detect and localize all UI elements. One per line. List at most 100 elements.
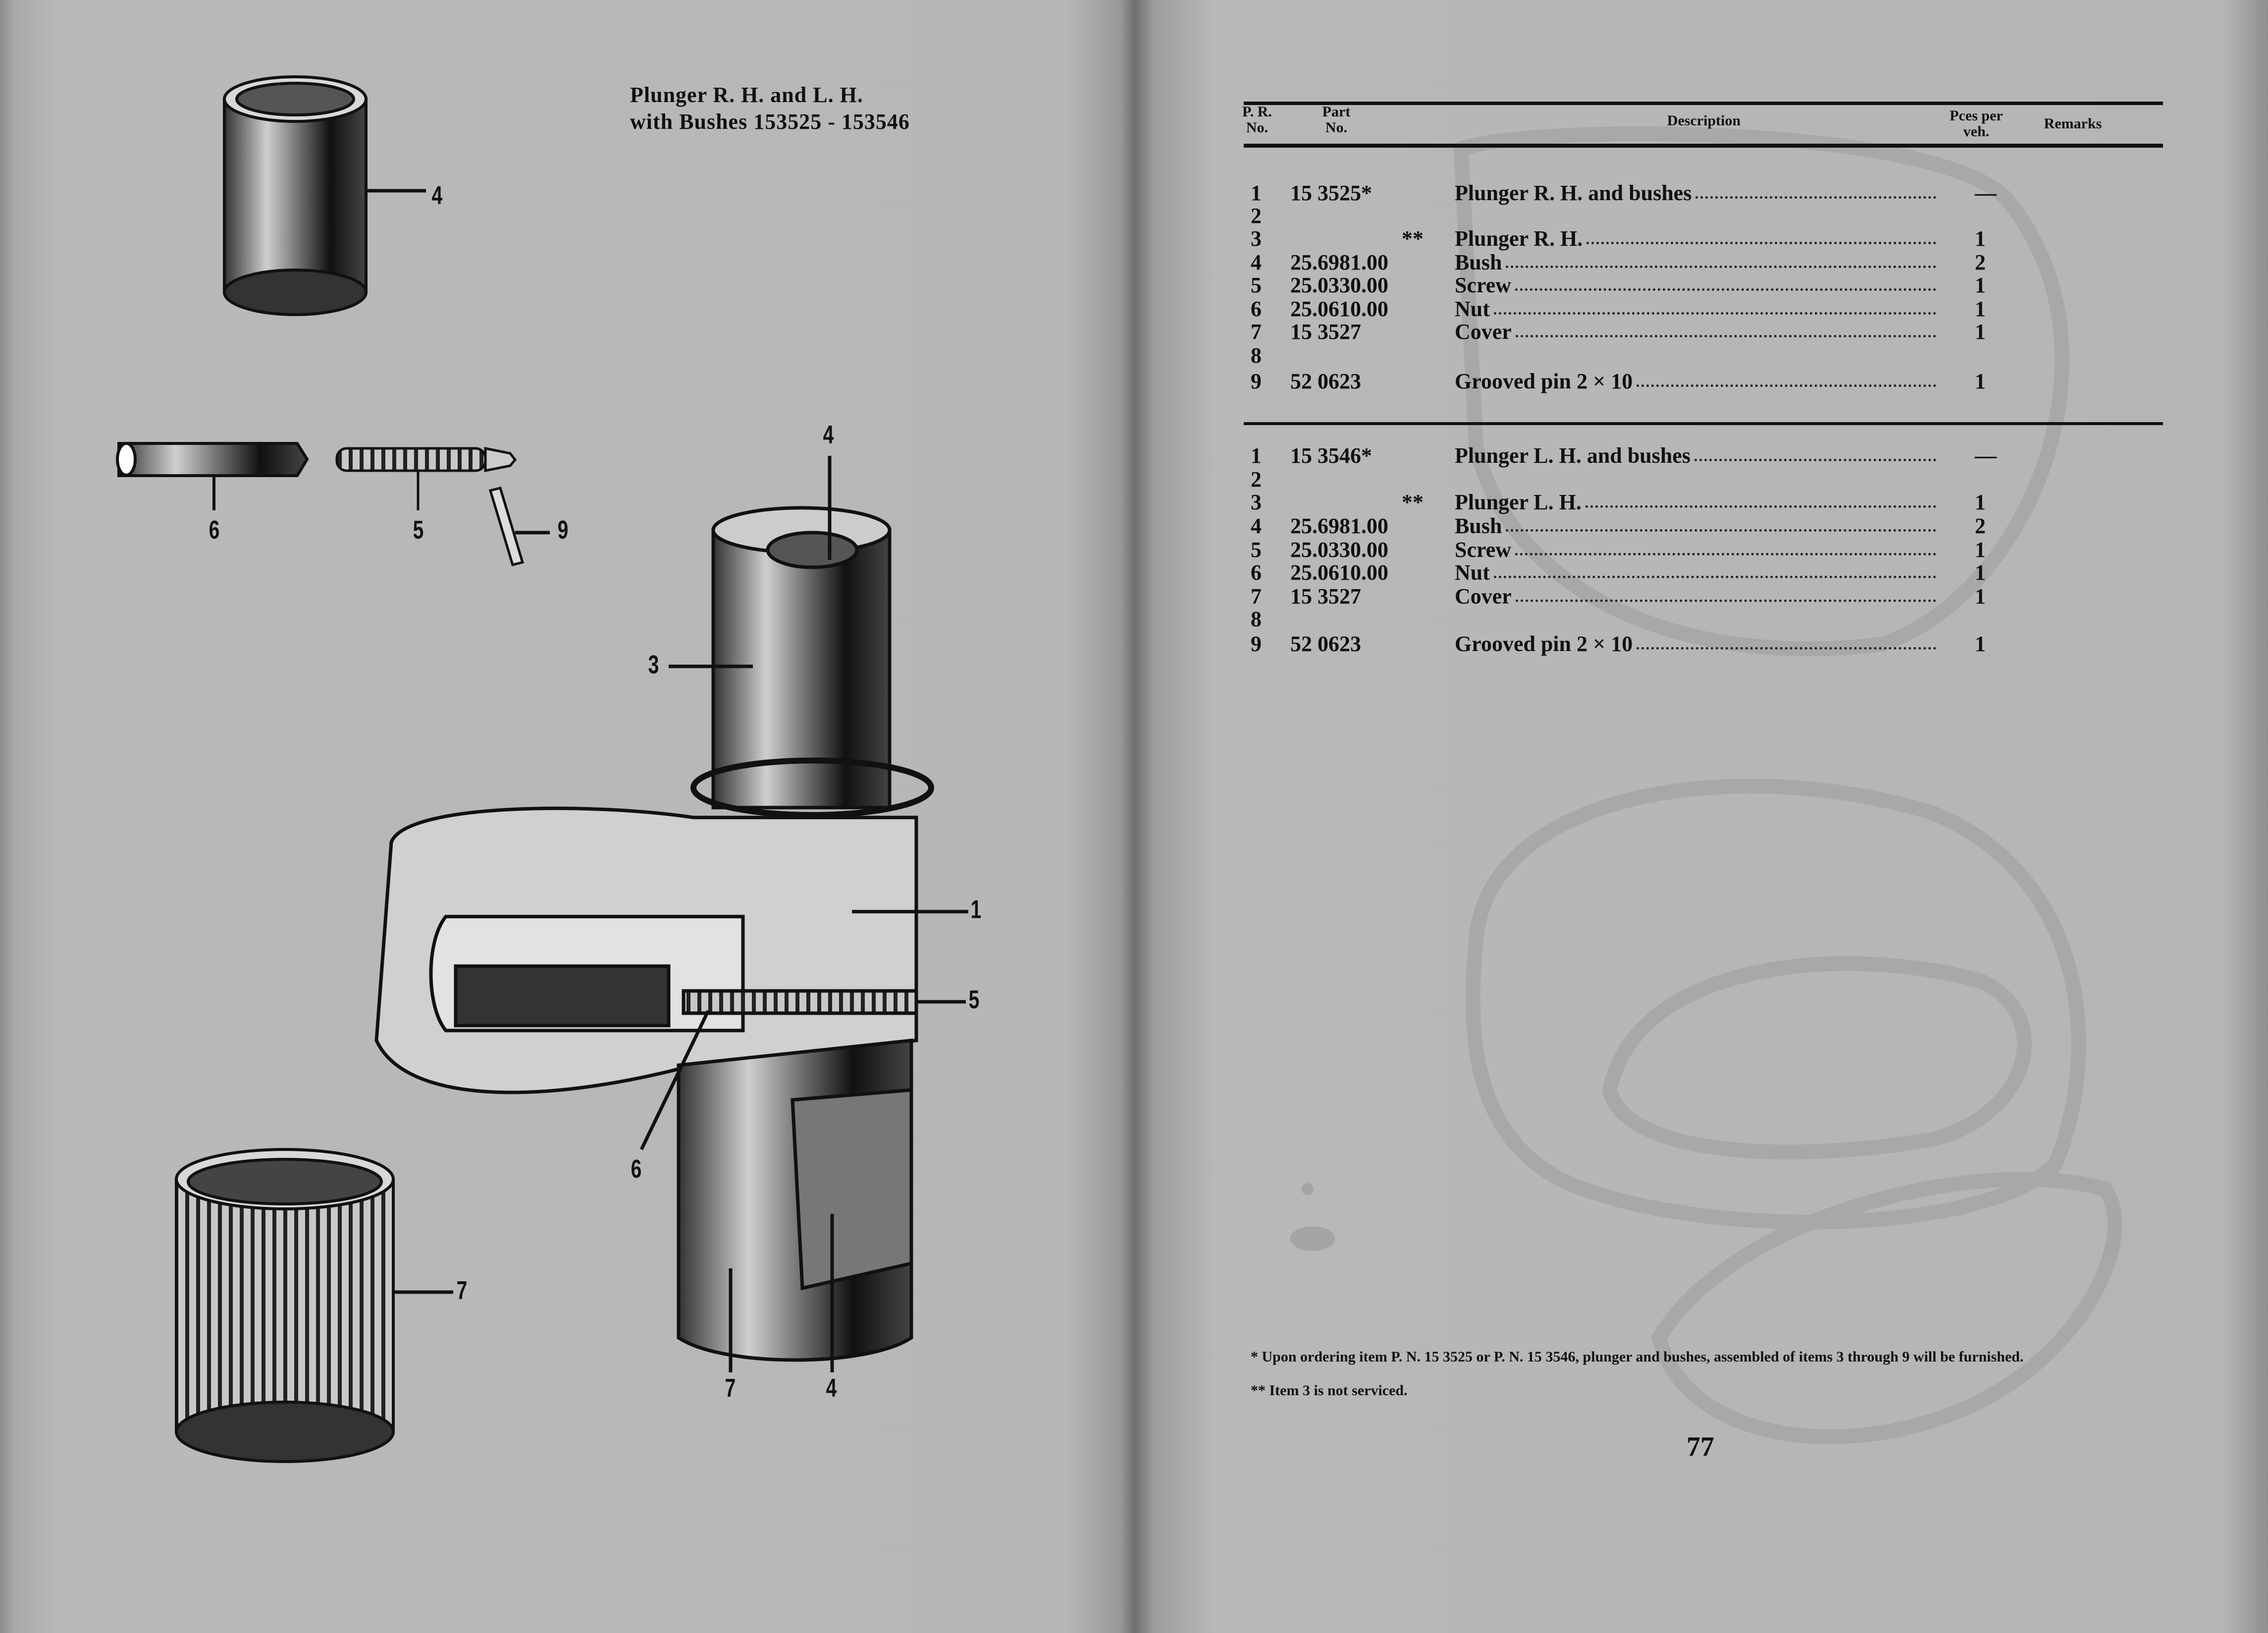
bush-top-part — [223, 75, 368, 316]
table-row: 1 15 3546* Plunger L. H. and bushes — — [1251, 444, 2192, 468]
description-cell: Bush — [1455, 514, 1938, 538]
page-number: 77 — [1687, 1431, 1714, 1462]
header-part-no: Part No. — [1322, 104, 1351, 136]
part-number: 52 0623 — [1290, 632, 1361, 656]
part-number: ** — [1402, 490, 1424, 514]
part-number: 25.0610.00 — [1290, 560, 1388, 585]
description: Plunger L. H. and bushes — [1455, 443, 1691, 468]
description-cell: Grooved pin 2 × 10 — [1455, 370, 1938, 393]
pr-number: 8 — [1251, 607, 1262, 631]
callout-4-lower-bush: 4 — [826, 1374, 837, 1403]
part-number: 25.6981.00 — [1290, 250, 1388, 274]
dot-leader — [1695, 181, 1936, 199]
part-number: 25.0330.00 — [1290, 273, 1388, 297]
description: Plunger R. H. and bushes — [1455, 181, 1692, 205]
header-pieces-per-vehicle: Pces per veh. — [1950, 108, 2003, 140]
part-number: 25.0330.00 — [1290, 538, 1388, 562]
table-row: 3**Plunger R. H.1 — [1251, 227, 2192, 251]
pieces-per-vehicle: 1 — [1975, 632, 1986, 656]
table-row: 4 25.6981.00 Bush 2 — [1251, 251, 2192, 274]
description-cell: Screw — [1455, 273, 1938, 297]
pr-number: 2 — [1251, 467, 1262, 491]
pieces-per-vehicle: 1 — [1975, 226, 1986, 251]
dot-leader — [1636, 632, 1936, 650]
footnote-assembly: * Upon ordering item P. N. 15 3525 or P.… — [1251, 1349, 2024, 1365]
pr-number: 9 — [1251, 632, 1262, 656]
dot-leader — [1493, 297, 1936, 315]
pieces-per-vehicle: 1 — [1975, 297, 1986, 321]
callout-5-screw: 5 — [413, 516, 424, 544]
header-description: Description — [1667, 112, 1741, 129]
dot-leader — [1506, 251, 1936, 268]
table-row: 2 — [1251, 204, 2192, 228]
pieces-per-vehicle: — — [1975, 443, 1997, 468]
dot-leader — [1694, 444, 1936, 461]
callout-4-bush-assembly: 4 — [823, 421, 834, 449]
description: Nut — [1455, 560, 1490, 585]
pr-number: 2 — [1251, 204, 1262, 228]
pr-number: 9 — [1251, 369, 1262, 393]
description: Screw — [1455, 538, 1512, 562]
pr-number: 1 — [1251, 443, 1262, 468]
table-top-rule — [1244, 102, 2163, 105]
part-number: 25.6981.00 — [1290, 514, 1388, 538]
callout-7-cover: 7 — [725, 1374, 736, 1403]
description-cell: Nut — [1455, 297, 1938, 321]
callout-7-bottom-bush: 7 — [456, 1276, 468, 1305]
table-row: 5 25.0330.00 Screw 1 — [1251, 538, 2192, 562]
figure-title-line-1: Plunger R. H. and L. H. — [630, 83, 863, 107]
pieces-per-vehicle: 1 — [1975, 369, 1986, 393]
dot-leader — [1493, 561, 1936, 578]
pieces-per-vehicle: 1 — [1975, 320, 1986, 344]
description: Cover — [1455, 584, 1512, 608]
description-cell: Bush — [1455, 251, 1938, 274]
pieces-per-vehicle: 1 — [1975, 538, 1986, 562]
section-divider-rule — [1244, 422, 2163, 425]
pr-number: 3 — [1251, 490, 1262, 514]
pr-number: 7 — [1251, 320, 1262, 344]
pieces-per-vehicle: 1 — [1975, 273, 1986, 297]
table-row: 2 — [1251, 468, 2192, 491]
pr-number: 6 — [1251, 297, 1262, 321]
figure-title-line-2: with Bushes 153525 - 153546 — [630, 109, 910, 134]
pieces-per-vehicle: 1 — [1975, 560, 1986, 585]
description-cell: Plunger L. H. — [1455, 490, 1938, 514]
callout-4-bush: 4 — [431, 181, 443, 210]
pr-number: 1 — [1251, 181, 1262, 205]
description: Grooved pin 2 × 10 — [1455, 632, 1633, 656]
figure-title: Plunger R. H. and L. H. with Bushes 1535… — [630, 82, 910, 135]
callout-5-screw-assembly: 5 — [968, 985, 980, 1014]
description-cell: Plunger R. H. — [1455, 227, 1938, 251]
pr-number: 4 — [1251, 514, 1262, 538]
pieces-per-vehicle: 1 — [1975, 584, 1986, 608]
pieces-per-vehicle: 2 — [1975, 250, 1986, 274]
pieces-per-vehicle: 1 — [1975, 490, 1986, 514]
table-row: 8 — [1251, 344, 2192, 368]
header-remarks: Remarks — [2044, 115, 2102, 132]
dot-leader — [1515, 585, 1936, 602]
pr-number: 5 — [1251, 538, 1262, 562]
description: Cover — [1455, 320, 1512, 344]
pr-number: 4 — [1251, 250, 1262, 274]
description: Plunger R. H. — [1455, 226, 1583, 251]
description: Screw — [1455, 273, 1512, 297]
pr-number: 3 — [1251, 226, 1262, 251]
description-cell: Plunger R. H. and bushes — [1455, 181, 1938, 205]
description: Grooved pin 2 × 10 — [1455, 369, 1633, 393]
part-number: 15 3546* — [1290, 443, 1372, 468]
description-cell: Screw — [1455, 538, 1938, 562]
pr-number: 8 — [1251, 343, 1262, 368]
table-header-rule — [1244, 144, 2163, 148]
dot-leader — [1506, 514, 1936, 532]
description-cell: Cover — [1455, 320, 1938, 344]
pr-number: 7 — [1251, 584, 1262, 608]
